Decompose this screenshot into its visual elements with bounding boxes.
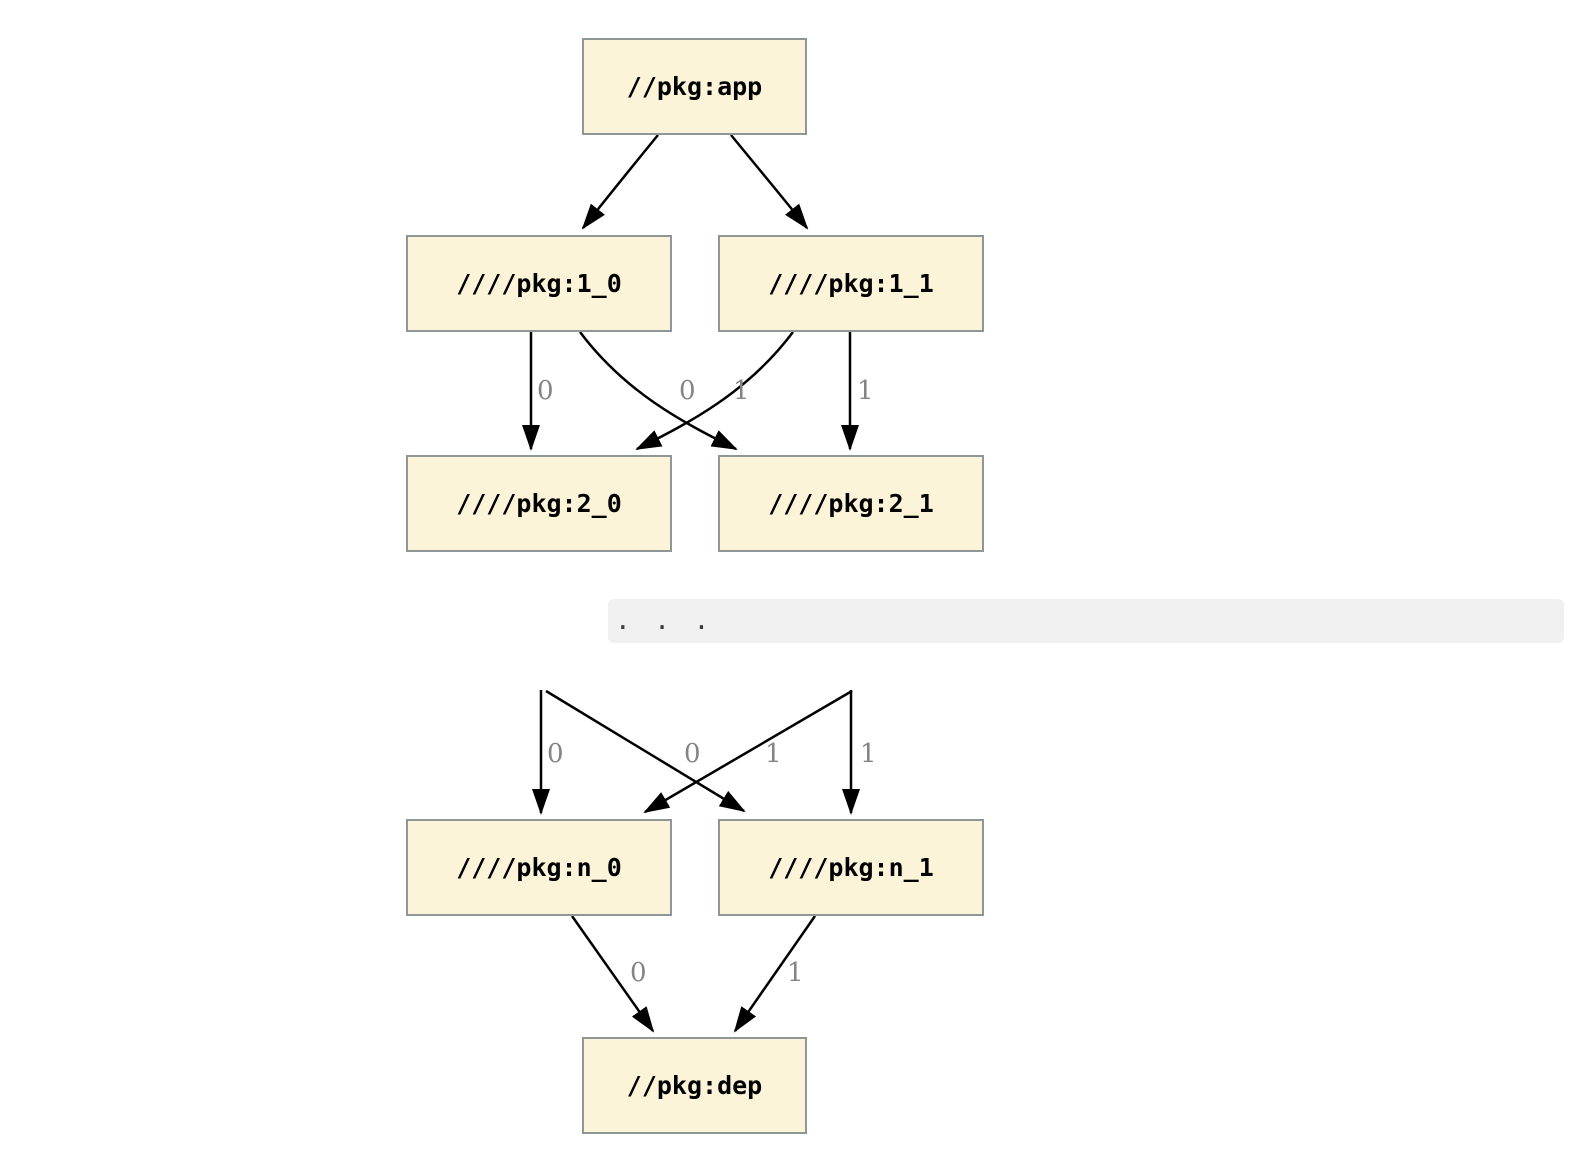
node-pkg-2_0: ////pkg:2_0 (406, 455, 672, 552)
edge-label-1_0-2_0: 0 (537, 376, 554, 406)
edge-label-n_0-straight: 0 (547, 739, 564, 769)
node-pkg-1_1: ////pkg:1_1 (718, 235, 984, 332)
node-pkg-n_1: ////pkg:n_1 (718, 819, 984, 916)
edge-1_0-to-2_1 (579, 331, 738, 451)
edge-label-n_0-dep: 0 (630, 958, 647, 988)
edge-app-to-1_0 (581, 134, 659, 230)
edge-label-1_0-2_1: 1 (733, 376, 750, 406)
node-pkg-app: //pkg:app (582, 38, 807, 135)
ellipsis-code-band: . . . (608, 599, 1564, 643)
edge-n_0-to-dep (570, 915, 655, 1033)
node-pkg-dep: //pkg:dep (582, 1037, 807, 1134)
node-pkg-1_0: ////pkg:1_0 (406, 235, 672, 332)
edge-label-1_1-2_1: 1 (857, 376, 874, 406)
node-pkg-n_0: ////pkg:n_0 (406, 819, 672, 916)
edge-ellipsis-to-n_0-cross (643, 689, 853, 814)
edge-1_1-to-2_0 (635, 331, 794, 451)
edge-app-to-1_1 (730, 134, 809, 230)
node-pkg-2_1: ////pkg:2_1 (718, 455, 984, 552)
edge-ellipsis-to-n_1-cross (545, 689, 746, 813)
edge-n_1-to-dep (733, 915, 817, 1033)
edge-label-n_1-straight: 1 (860, 739, 877, 769)
edge-label-n_1-dep: 1 (787, 958, 804, 988)
edge-label-1_1-2_0: 0 (679, 376, 696, 406)
edge-label-n_1-cross: 1 (765, 739, 782, 769)
edge-label-n_0-cross: 0 (684, 739, 701, 769)
